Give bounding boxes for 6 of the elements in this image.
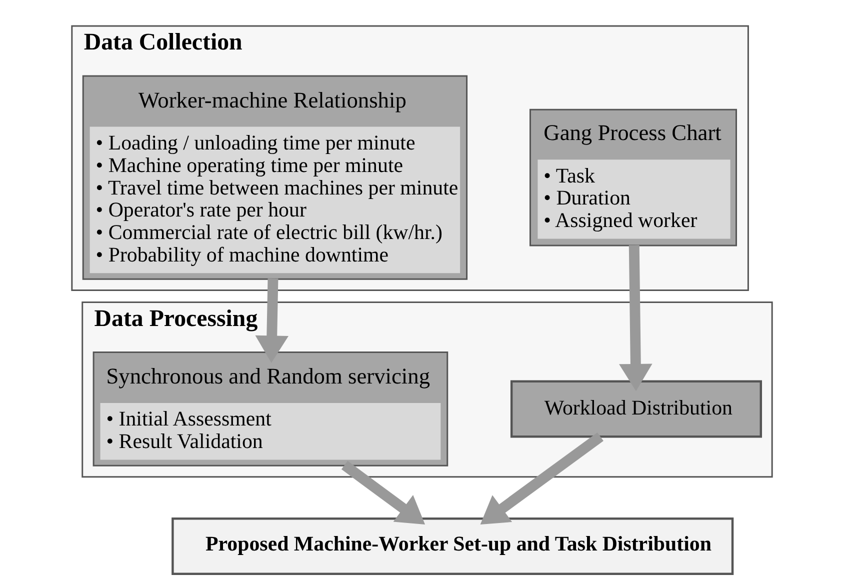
arrow — [340, 460, 425, 524]
node-box: Proposed Machine-Worker Set-up and Task Distribution — [171, 518, 734, 576]
node-box: Workload Distribution — [510, 380, 762, 438]
arrow — [254, 278, 288, 363]
arrow — [480, 432, 603, 525]
arrow — [618, 245, 652, 392]
